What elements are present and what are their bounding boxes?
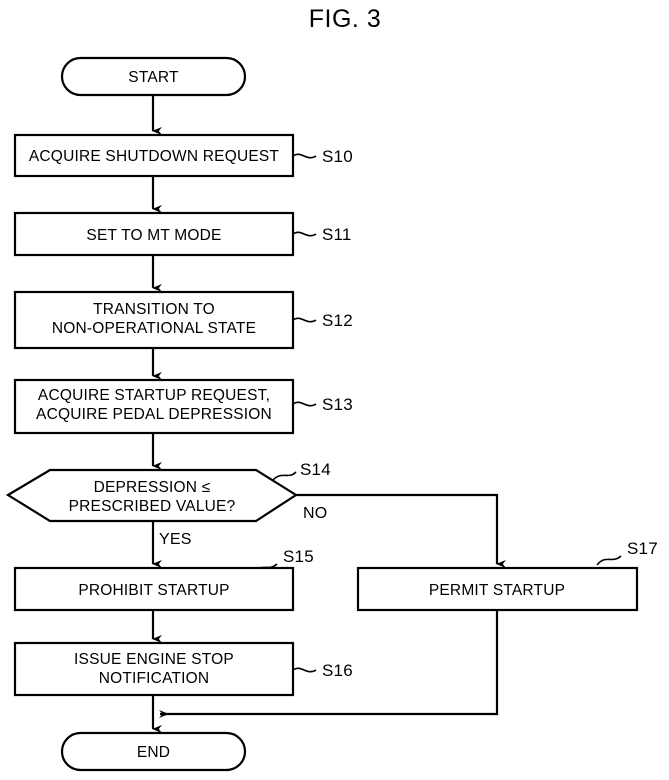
s16-label-line1: ISSUE ENGINE STOP (74, 651, 234, 668)
connector-layer (151, 94, 506, 733)
s12-label-line1: TRANSITION TO (93, 301, 215, 318)
node-s17[interactable]: PERMIT STARTUP (356, 566, 639, 612)
s13-label-line1: ACQUIRE STARTUP REQUEST, (38, 387, 270, 404)
start-label: START (128, 69, 179, 86)
leader-s17 (596, 555, 622, 566)
leader-s11 (292, 231, 317, 237)
s12-label-line2: NON-OPERATIONAL STATE (52, 320, 256, 337)
s14-label-line2: PRESCRIBED VALUE? (69, 498, 236, 515)
node-s16[interactable]: ISSUE ENGINE STOP NOTIFICATION (13, 641, 295, 697)
node-s15[interactable]: PROHIBIT STARTUP (13, 566, 295, 612)
leader-s14 (271, 471, 297, 482)
connector-s14-no-to-s17 (296, 493, 506, 568)
s13-shape (13, 378, 295, 435)
node-s12[interactable]: TRANSITION TO NON-OPERATIONAL STATE (13, 290, 295, 350)
step-number-s10: S10 (322, 147, 353, 166)
leader-s12 (292, 317, 317, 323)
s16-label-line2: NOTIFICATION (99, 670, 210, 687)
s17-label: PERMIT STARTUP (429, 582, 565, 599)
branch-label-no: NO (303, 505, 327, 522)
leader-s16 (292, 667, 317, 673)
s11-label: SET TO MT MODE (86, 227, 221, 244)
node-s11[interactable]: SET TO MT MODE (13, 211, 295, 257)
branch-label-yes: YES (159, 531, 192, 548)
s14-label-line1: DEPRESSION ≤ (94, 479, 211, 496)
s16-shape (13, 641, 295, 697)
start-shape (60, 56, 247, 97)
node-end[interactable]: END (60, 731, 247, 772)
connector-s17-to-end (159, 610, 499, 718)
s10-shape (13, 133, 295, 178)
step-number-s13: S13 (322, 395, 353, 414)
node-s13[interactable]: ACQUIRE STARTUP REQUEST, ACQUIRE PEDAL D… (13, 378, 295, 435)
leader-s13 (292, 401, 317, 407)
step-number-s16: S16 (322, 661, 353, 680)
figure-title: FIG. 3 (309, 5, 381, 33)
step-number-s15: S15 (283, 547, 314, 566)
node-s14[interactable]: DEPRESSION ≤ PRESCRIBED VALUE? (5, 468, 299, 523)
s14-shape (5, 468, 299, 523)
step-number-s17: S17 (627, 539, 658, 558)
leader-s10 (292, 153, 317, 159)
step-number-s14: S14 (300, 460, 331, 479)
node-s10[interactable]: ACQUIRE SHUTDOWN REQUEST (13, 133, 295, 178)
s17-shape (356, 566, 639, 612)
end-shape (60, 731, 247, 772)
step-number-s12: S12 (322, 311, 353, 330)
s11-shape (13, 211, 295, 257)
s15-label: PROHIBIT STARTUP (78, 582, 229, 599)
node-start[interactable]: START (60, 56, 247, 97)
s15-shape (13, 566, 295, 612)
end-label: END (137, 744, 170, 761)
s10-label: ACQUIRE SHUTDOWN REQUEST (29, 148, 280, 165)
s12-shape (13, 290, 295, 350)
s13-label-line2: ACQUIRE PEDAL DEPRESSION (36, 406, 272, 423)
step-number-s11: S11 (322, 225, 352, 244)
leader-layer (252, 153, 622, 673)
